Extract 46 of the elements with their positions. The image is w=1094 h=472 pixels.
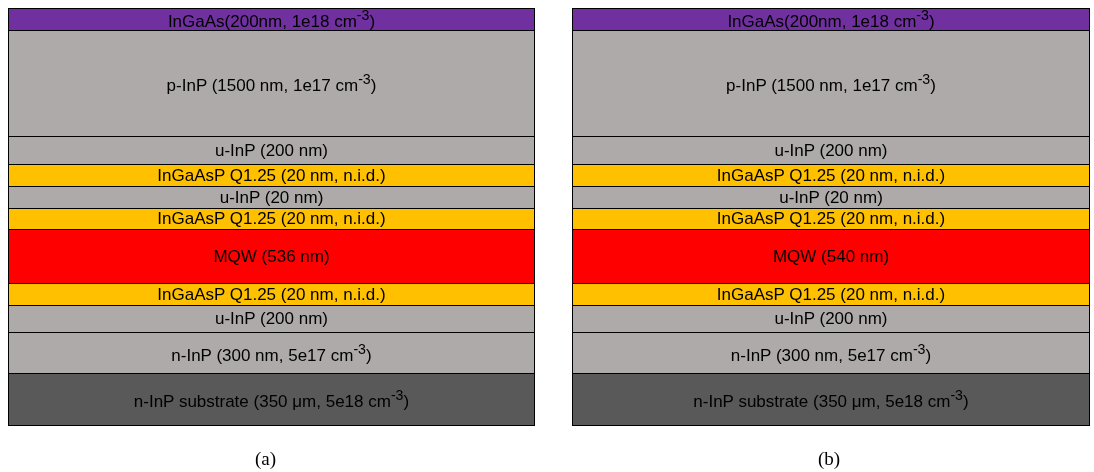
layer-label: InGaAsP Q1.25 (20 nm, n.i.d.) xyxy=(157,209,386,229)
layer-label: InGaAs(200nm, 1e18 cm$^{-3}$) xyxy=(167,7,376,32)
layer-label: MQW (540 nm) xyxy=(772,246,890,267)
layer-band xyxy=(572,164,1090,187)
layer-band xyxy=(572,136,1090,165)
layer-band xyxy=(572,186,1090,209)
layer-label: InGaAs(200nm, 1e18 cm$^{-3}$) xyxy=(727,7,935,32)
layer-band xyxy=(8,332,535,374)
panel-label: (b) xyxy=(818,448,841,470)
layer-label: InGaAsP Q1.25 (20 nm, n.i.d.) xyxy=(157,165,386,186)
layer-label: p-InP (1500 nm, 1e17 cm$^{-3}$) xyxy=(726,71,936,96)
layer-band xyxy=(8,30,535,137)
layer-label: InGaAsP Q1.25 (20 nm, n.i.d.) xyxy=(716,284,946,305)
layer-band xyxy=(8,186,535,209)
layer-band xyxy=(8,208,535,230)
layer-label: n-InP (300 nm, 5e17 cm$^{-3}$) xyxy=(171,340,372,366)
layer-label: n-InP (300 nm, 5e17 cm$^{-3}$) xyxy=(730,340,932,366)
layer-band xyxy=(8,373,535,426)
layer-band xyxy=(8,229,535,284)
layer-label: n-InP substrate (350 μm, 5e18 cm$^{-3}$) xyxy=(693,387,969,412)
layer-band xyxy=(8,8,535,31)
layer-label: u-InP (200 nm) xyxy=(774,140,888,161)
layer-band xyxy=(572,30,1090,137)
layer-label: u-InP (20 nm) xyxy=(779,187,883,208)
layer-band xyxy=(572,305,1090,333)
layer-band xyxy=(572,229,1090,284)
layer-band xyxy=(572,332,1090,374)
layer-band xyxy=(572,373,1090,426)
panel-label: (a) xyxy=(255,448,277,470)
layer-label: MQW (536 nm) xyxy=(213,246,330,267)
layer-band xyxy=(572,283,1090,306)
layer-label: u-InP (200 nm) xyxy=(214,140,329,161)
layer-band xyxy=(572,8,1090,31)
layer-label: InGaAsP Q1.25 (20 nm, n.i.d.) xyxy=(716,209,946,229)
layer-label: InGaAsP Q1.25 (20 nm, n.i.d.) xyxy=(157,284,386,305)
layer-label: n-InP substrate (350 μm, 5e18 cm$^{-3}$) xyxy=(133,387,410,412)
layer-label: InGaAsP Q1.25 (20 nm, n.i.d.) xyxy=(716,165,946,186)
layer-band xyxy=(8,164,535,187)
layer-label: u-InP (20 nm) xyxy=(219,187,324,208)
layer-band xyxy=(572,208,1090,230)
layer-band xyxy=(8,136,535,165)
layer-label: p-InP (1500 nm, 1e17 cm$^{-3}$) xyxy=(166,71,377,96)
layer-band xyxy=(8,305,535,333)
layer-label: u-InP (200 nm) xyxy=(214,309,329,329)
layer-band xyxy=(8,283,535,306)
layer-label: u-InP (200 nm) xyxy=(774,309,888,329)
